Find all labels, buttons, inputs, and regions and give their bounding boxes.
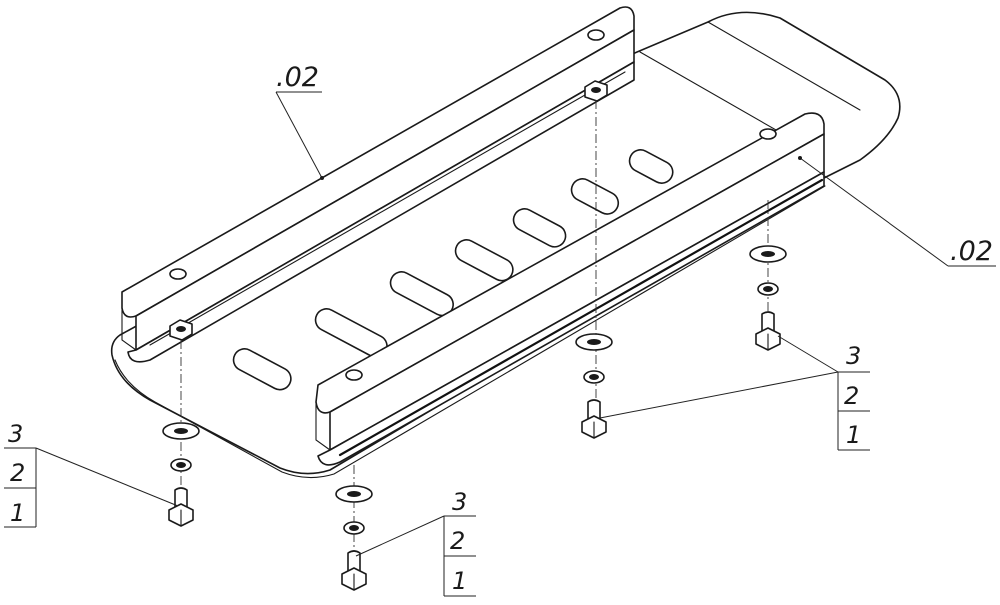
stack-bottom-item-3: 3 — [452, 488, 467, 516]
center-lines — [180, 100, 769, 560]
slot-1 — [232, 348, 292, 391]
rail-bottom — [315, 112, 825, 466]
lock-washer-left — [170, 458, 192, 472]
rail-top — [121, 6, 635, 363]
slot-4 — [454, 239, 514, 282]
stack-right-item-2: 2 — [844, 382, 859, 410]
callout-top-label: .02 — [276, 62, 319, 93]
stack-left-item-2: 2 — [10, 459, 25, 487]
callout-right-label: .02 — [950, 236, 993, 267]
lock-washer-center — [583, 370, 605, 384]
bolt-bottom — [341, 550, 367, 591]
stack-left-item-1: 1 — [10, 499, 25, 527]
skid-plate — [110, 11, 901, 479]
stack-callout-right: 3 2 1 — [599, 335, 870, 451]
bolt-left — [168, 487, 194, 527]
fastener-right — [749, 245, 787, 351]
stack-right-item-3: 3 — [846, 342, 861, 370]
callout-right-ref: .02 — [798, 156, 996, 267]
plate-nuts — [169, 80, 608, 341]
stack-bottom-item-1: 1 — [452, 567, 467, 595]
stack-left-item-3: 3 — [8, 420, 23, 448]
bolt-center — [581, 399, 607, 439]
slot-7 — [628, 149, 674, 184]
lock-washer-bottom — [343, 521, 365, 535]
bolt-right — [755, 311, 781, 351]
slot-5 — [512, 208, 567, 248]
callout-top-ref: .02 — [275, 62, 324, 180]
nut-top — [584, 80, 608, 102]
nut-left — [169, 319, 193, 341]
stack-callout-bottom: 3 2 1 — [355, 488, 476, 597]
fastener-bottom — [335, 485, 373, 591]
stack-right-item-1: 1 — [846, 421, 861, 449]
stack-bottom-item-2: 2 — [450, 527, 465, 555]
lock-washer-right — [757, 282, 779, 296]
fastener-left — [162, 422, 200, 527]
slot-6 — [570, 178, 620, 215]
fastener-center — [575, 333, 613, 439]
stack-callout-left: 3 2 1 — [4, 420, 179, 528]
